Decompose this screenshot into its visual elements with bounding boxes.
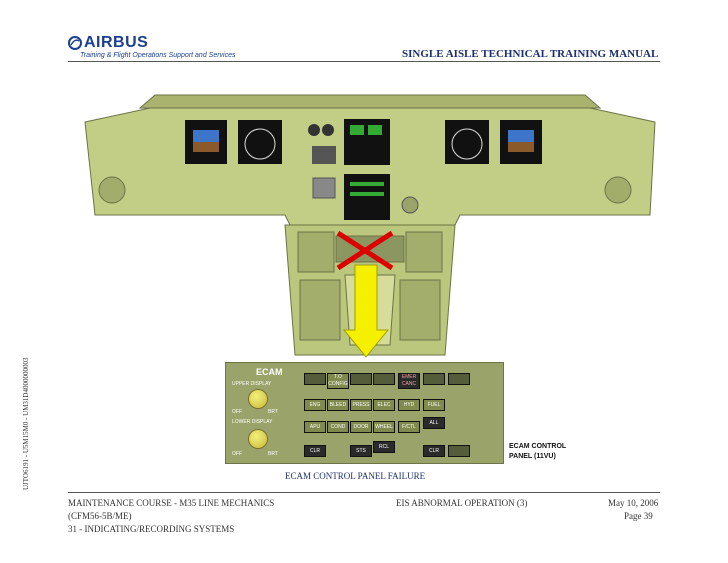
blank-button bbox=[448, 373, 470, 385]
left-speaker bbox=[98, 176, 126, 204]
eng-button[interactable]: ENG bbox=[304, 399, 326, 411]
upper-display-knob[interactable] bbox=[248, 389, 268, 409]
clr-button-right[interactable]: CLR bbox=[423, 445, 445, 457]
blank-button bbox=[448, 445, 470, 457]
bleed-button[interactable]: BLEED bbox=[327, 399, 349, 411]
figure-caption: ECAM CONTROL PANEL FAILURE bbox=[285, 471, 426, 481]
footer-divider bbox=[68, 492, 660, 493]
blank-button bbox=[350, 373, 372, 385]
airbus-logo: AIRBUS Training & Flight Operations Supp… bbox=[68, 34, 238, 66]
sts-button[interactable]: STS bbox=[350, 445, 372, 457]
captain-nd bbox=[238, 120, 282, 164]
footer-engine: (CFM56-5B/ME) bbox=[68, 511, 132, 521]
ecam-control-panel: ECAM UPPER DISPLAY OFF BRT LOWER DISPLAY… bbox=[225, 362, 504, 464]
fuel-button[interactable]: FUEL bbox=[423, 399, 445, 411]
right-speaker bbox=[604, 176, 632, 204]
footer-date: May 10, 2006 bbox=[608, 498, 659, 508]
ecam-panel-title: ECAM bbox=[256, 367, 283, 377]
fo-nd bbox=[445, 120, 489, 164]
to-config-button[interactable]: T.O CONFIG bbox=[327, 373, 349, 389]
lower-ecam-display bbox=[344, 174, 390, 220]
rcl-button[interactable]: RCL bbox=[373, 441, 395, 453]
blank-button bbox=[304, 373, 326, 385]
upper-brt-label: BRT bbox=[268, 409, 278, 415]
apu-button[interactable]: APU bbox=[304, 421, 326, 433]
footer-chapter: 31 - INDICATING/RECORDING SYSTEMS bbox=[68, 524, 235, 534]
logo-subtitle: Training & Flight Operations Support and… bbox=[80, 52, 236, 59]
press-button[interactable]: PRESS bbox=[350, 399, 372, 411]
lower-display-label: LOWER DISPLAY bbox=[232, 419, 273, 425]
blank-button bbox=[373, 373, 395, 385]
lower-display-knob[interactable] bbox=[248, 429, 268, 449]
glareshield bbox=[138, 94, 602, 109]
lower-off-label: OFF bbox=[232, 451, 242, 457]
lower-brt-label: BRT bbox=[268, 451, 278, 457]
footer-section: EIS ABNORMAL OPERATION (3) bbox=[396, 498, 528, 508]
fctl-button[interactable]: F/CTL bbox=[398, 421, 420, 433]
upper-display-label: UPPER DISPLAY bbox=[232, 381, 272, 387]
all-button[interactable]: ALL bbox=[423, 417, 445, 429]
airbus-logo-icon bbox=[68, 36, 82, 50]
callout-arrow bbox=[342, 264, 390, 358]
callout-line-2: PANEL (11VU) bbox=[509, 453, 556, 460]
footer-page: Page 39 bbox=[624, 511, 653, 521]
wheel-button[interactable]: WHEEL bbox=[373, 421, 395, 433]
hyd-button[interactable]: HYD bbox=[398, 399, 420, 411]
standby-horizon bbox=[312, 146, 336, 164]
header-divider bbox=[68, 61, 660, 62]
footer-course: MAINTENANCE COURSE - M35 LINE MECHANICS bbox=[68, 498, 275, 508]
upper-off-label: OFF bbox=[232, 409, 242, 415]
manual-title: SINGLE AISLE TECHNICAL TRAINING MANUAL bbox=[402, 48, 659, 60]
elec-button[interactable]: ELEC bbox=[373, 399, 395, 411]
callout-line-1: ECAM CONTROL bbox=[509, 443, 567, 450]
blank-button bbox=[423, 373, 445, 385]
cond-button[interactable]: COND bbox=[327, 421, 349, 433]
door-button[interactable]: DOOR bbox=[350, 421, 372, 433]
logo-wordmark: AIRBUS bbox=[84, 34, 149, 51]
emer-canc-button[interactable]: EMER CANC bbox=[398, 373, 420, 389]
ecam-panel-callout: ECAM CONTROL PANEL (11VU) bbox=[509, 442, 566, 462]
clr-button-left[interactable]: CLR bbox=[304, 445, 326, 457]
